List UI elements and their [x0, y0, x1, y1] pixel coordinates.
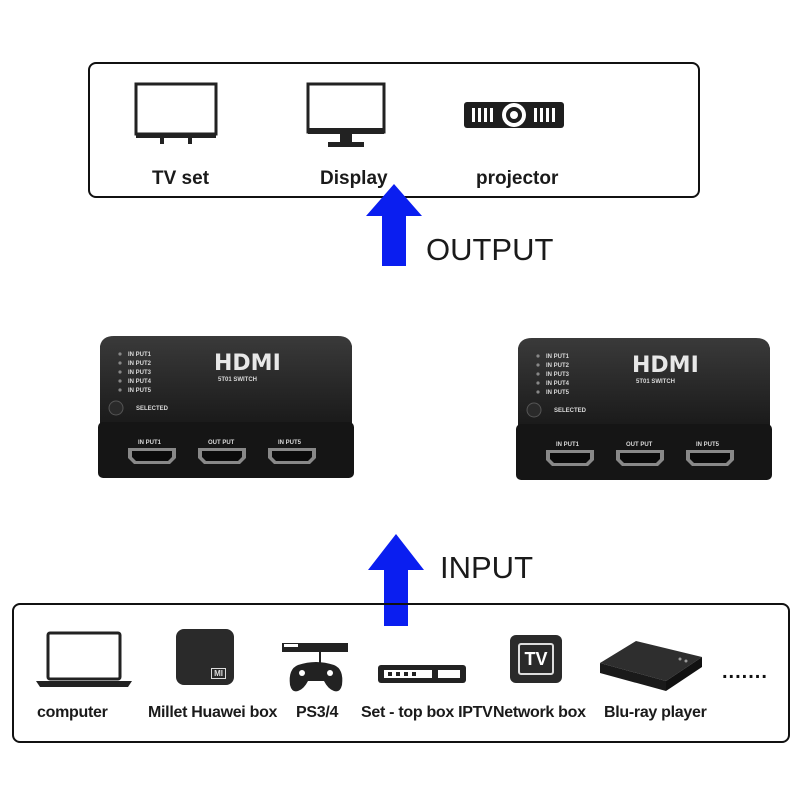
port-label: OUT PUT — [208, 440, 235, 446]
gamepad-icon — [282, 643, 348, 692]
output-devices-panel: TV set Display projector — [88, 62, 700, 198]
input-indicator-label: IN PUT1 — [546, 354, 570, 360]
input-arrow-icon — [368, 534, 424, 626]
output-arrow-icon — [366, 184, 422, 266]
port-label: IN PUT1 — [138, 440, 162, 446]
input-indicator-label: IN PUT3 — [128, 370, 152, 376]
input-devices-panel: computer MI Millet Huawei box PS3/4 Set … — [12, 603, 790, 743]
tv-box-badge: MI — [211, 668, 226, 679]
input-indicator-label: IN PUT2 — [128, 361, 152, 367]
network-box-icon: TV — [510, 635, 562, 683]
tv-box-icon: MI — [176, 629, 234, 685]
port-label: IN PUT1 — [556, 442, 580, 448]
hdmi-switch-right: HDMI 5T01 SWITCH IN PUT1 IN PUT2 IN PUT3… — [516, 338, 772, 480]
hdmi-switch-left: HDMI 5T01 SWITCH IN PUT1 IN PUT2 IN PUT3… — [98, 336, 354, 478]
blu-ray-player-icon — [600, 641, 702, 691]
input-indicator-label: IN PUT2 — [546, 363, 570, 369]
hdmi-port-icon — [686, 450, 734, 466]
input-indicator-label: IN PUT5 — [546, 390, 570, 396]
input-indicators: IN PUT1 IN PUT2 IN PUT3 IN PUT4 IN PUT5 — [536, 354, 570, 396]
port-label: IN PUT5 — [278, 440, 302, 446]
input-device-label-huawei-box: Millet Huawei box — [148, 704, 278, 721]
input-indicator-label: IN PUT5 — [128, 388, 152, 394]
hdmi-logo: HDMI — [214, 351, 281, 376]
switch-model: 5T01 SWITCH — [218, 377, 257, 383]
more-devices-ellipsis: ....... — [722, 661, 768, 683]
select-button — [526, 402, 542, 418]
output-device-label-projector: projector — [476, 168, 559, 189]
port-label: IN PUT5 — [696, 442, 720, 448]
port-label: OUT PUT — [626, 442, 653, 448]
laptop-icon — [36, 631, 132, 687]
input-device-label-network-box: Network box — [493, 704, 586, 721]
input-indicator-label: IN PUT1 — [128, 352, 152, 358]
input-device-label-blu-ray: Blu-ray player — [604, 704, 707, 721]
input-flow-label: INPUT — [440, 550, 533, 585]
input-indicator-label: IN PUT3 — [546, 372, 570, 378]
hdmi-port-icon — [128, 448, 176, 464]
input-device-label-set-top-box: Set - top box IPTV — [361, 704, 493, 721]
input-device-label-ps: PS3/4 — [296, 704, 339, 721]
hdmi-port-icon — [616, 450, 664, 466]
hdmi-logo: HDMI — [632, 353, 699, 378]
monitor-icon — [306, 82, 386, 147]
projector-icon — [464, 102, 564, 128]
input-device-label-computer: computer — [37, 704, 108, 721]
select-button — [108, 400, 124, 416]
hdmi-port-icon — [546, 450, 594, 466]
hdmi-port-icon — [268, 448, 316, 464]
input-indicators: IN PUT1 IN PUT2 IN PUT3 IN PUT4 IN PUT5 — [118, 352, 152, 394]
hdmi-port-icon — [198, 448, 246, 464]
output-device-label-tv: TV set — [152, 168, 210, 189]
tv-icon — [134, 82, 218, 144]
selected-label: SELECTED — [554, 408, 587, 414]
output-device-label-display: Display — [320, 168, 388, 189]
switch-model: 5T01 SWITCH — [636, 379, 675, 385]
network-box-badge: TV — [518, 643, 554, 675]
input-indicator-label: IN PUT4 — [128, 379, 152, 385]
set-top-box-icon — [378, 665, 466, 683]
output-flow-label: OUTPUT — [426, 232, 554, 267]
selected-label: SELECTED — [136, 406, 169, 412]
input-indicator-label: IN PUT4 — [546, 381, 570, 387]
